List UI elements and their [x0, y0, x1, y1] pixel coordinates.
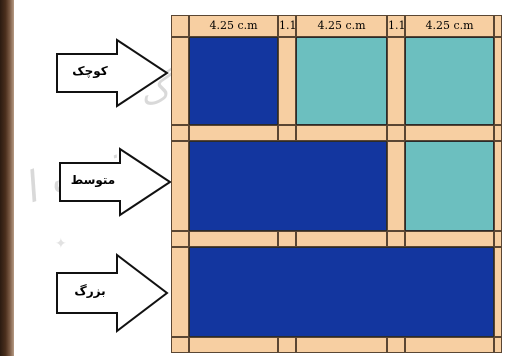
grid-cell [494, 247, 502, 337]
dimension-label-panel-2: 4.25 c.m [296, 15, 387, 37]
grid-cell [278, 337, 296, 353]
block-dark [189, 37, 278, 125]
background-photo-strip [0, 0, 14, 356]
grid-cell [278, 231, 296, 247]
row-label-small: کوچک [72, 64, 108, 78]
watermark-star-icon: ✦ [55, 236, 67, 252]
grid-cell [494, 37, 502, 125]
grid-cell [494, 125, 502, 141]
dimension-label-panel-3: 4.25 c.m [405, 15, 494, 37]
grid-cell [296, 337, 387, 353]
row-label-large: بزرگ [74, 284, 106, 298]
arrow-large [56, 253, 169, 333]
grid-cell [405, 337, 494, 353]
grid-cell [494, 337, 502, 353]
grid-cell [189, 125, 278, 141]
grid-cell [387, 231, 405, 247]
grid-cell [278, 125, 296, 141]
grid-cell [171, 37, 189, 125]
block-light [296, 37, 387, 125]
block-dark-full [189, 247, 494, 337]
grid-cell [405, 231, 494, 247]
grid-cell [494, 141, 502, 231]
grid-cell [387, 37, 405, 125]
block-light [405, 141, 494, 231]
arrow-medium [59, 147, 172, 217]
dimension-label-gap-2: 1.1 [387, 15, 405, 37]
grid-cell [387, 337, 405, 353]
grid-cell [494, 231, 502, 247]
grid-cell [387, 141, 405, 231]
block-dark-wide [189, 141, 387, 231]
panel-grid: 4.25 c.m 1.1 4.25 c.m 1.1 4.25 c.m [171, 15, 502, 353]
grid-cell [171, 125, 189, 141]
gap-spacer [494, 15, 502, 37]
grid-cell [387, 125, 405, 141]
gap-spacer [171, 15, 189, 37]
arrow-small [56, 38, 169, 108]
grid-cell [296, 231, 387, 247]
row-label-medium: متوسط [70, 173, 116, 187]
grid-cell [189, 231, 278, 247]
grid-cell [171, 141, 189, 231]
grid-cell [278, 37, 296, 125]
block-light [405, 37, 494, 125]
grid-cell [171, 337, 189, 353]
grid-cell [405, 125, 494, 141]
grid-cell [296, 125, 387, 141]
dimension-label-panel-1: 4.25 c.m [189, 15, 278, 37]
dimension-label-gap-1: 1.1 [278, 15, 296, 37]
grid-cell [171, 247, 189, 337]
grid-cell [189, 337, 278, 353]
grid-cell [171, 231, 189, 247]
